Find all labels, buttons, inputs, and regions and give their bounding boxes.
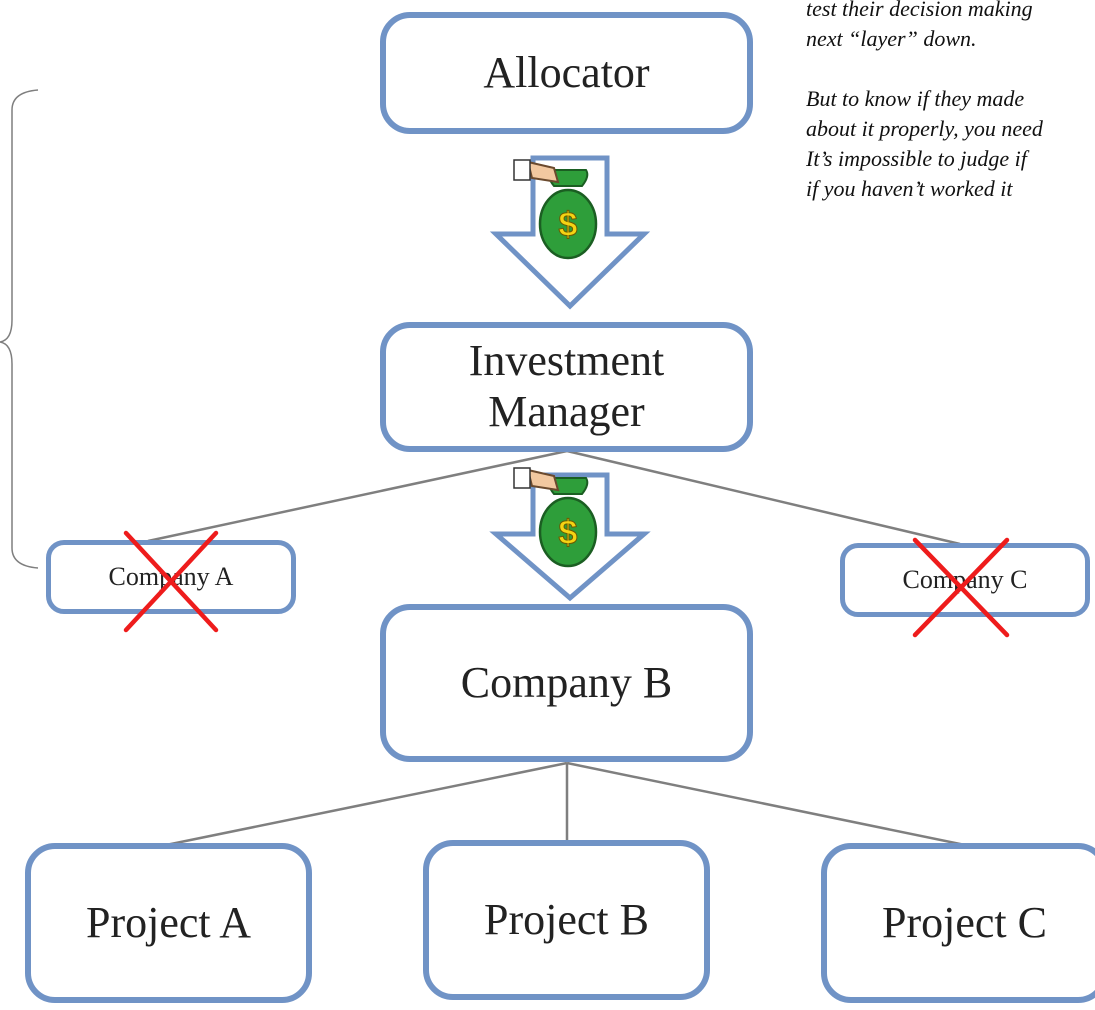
annotation-line: test their decision making (806, 0, 1033, 21)
connectors (147, 449, 966, 847)
annotation-line: It’s impossible to judge if (806, 146, 1027, 171)
node-project-a: Project A (25, 843, 312, 1003)
node-label: Project C (882, 897, 1047, 947)
funding-arrow-2: $ (489, 467, 651, 602)
node-label: Project A (86, 897, 251, 947)
money-bag-icon: $ (513, 159, 598, 260)
node-label: Company C (902, 565, 1028, 595)
annotation-text: test their decision making next “layer” … (806, 0, 1095, 204)
node-company-b: Company B (380, 604, 753, 762)
svg-text:$: $ (559, 206, 578, 244)
node-investment-manager: Investment Manager (380, 322, 753, 452)
node-label: Project B (484, 894, 649, 944)
annotation-line: if you haven’t worked it (806, 176, 1013, 201)
node-label: Investment Manager (468, 336, 665, 436)
connector-manager-company-c (566, 449, 961, 546)
node-project-b: Project B (423, 840, 710, 1000)
node-label: Allocator (483, 47, 650, 97)
node-allocator: Allocator (380, 12, 753, 134)
connector-company-b-project-a (165, 761, 568, 847)
node-project-c: Project C (821, 843, 1095, 1003)
connector-manager-company-a (147, 449, 568, 543)
annotation-line: next “layer” down. (806, 26, 977, 51)
node-label: Company A (108, 562, 234, 592)
annotation-line: about it properly, you need (806, 116, 1043, 141)
left-brace (0, 89, 39, 569)
funding-arrow-1: $ (489, 155, 651, 310)
node-label: Company B (460, 657, 673, 707)
node-company-a: Company A (46, 540, 296, 614)
node-company-c: Company C (840, 543, 1090, 617)
money-bag-icon: $ (513, 467, 598, 568)
svg-text:$: $ (559, 514, 578, 552)
connector-company-b-project-c (566, 761, 966, 847)
annotation-line: But to know if they made (806, 86, 1025, 111)
